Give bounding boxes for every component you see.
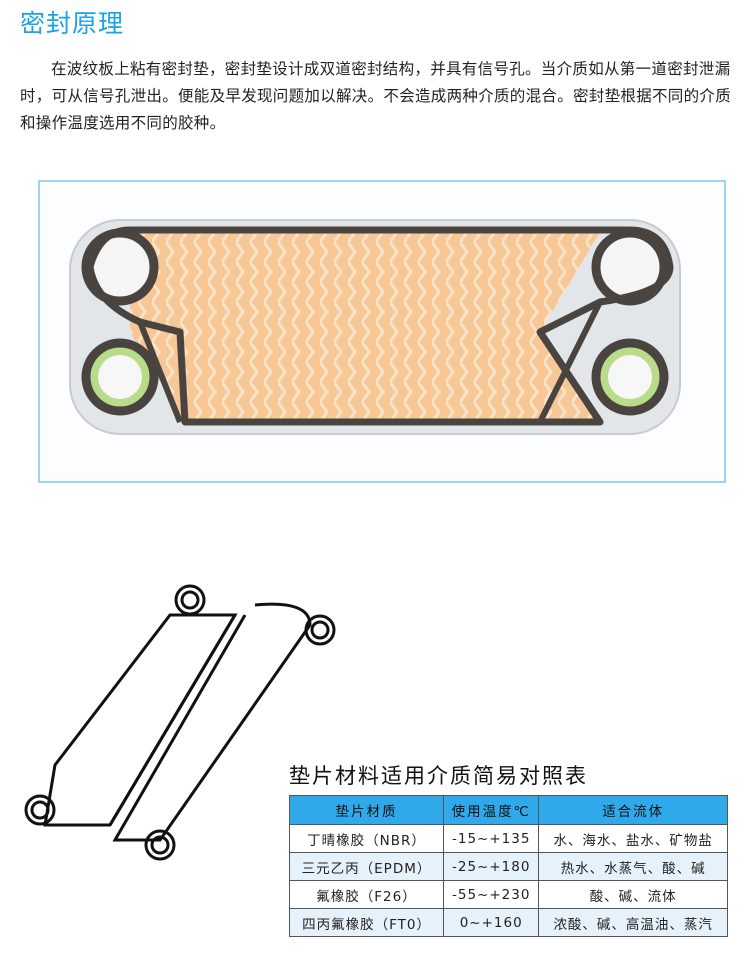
header-fluid: 适合流体 [538, 795, 728, 825]
cell-fluid: 浓酸、碱、高温油、蒸汽 [538, 908, 728, 937]
plate-gasket-figure [38, 180, 726, 483]
table-row: 丁晴橡胶（NBR） -15~+135 水、海水、盐水、矿物盐 [288, 824, 728, 853]
table-title: 垫片材料适用介质简易对照表 [289, 764, 588, 788]
section-title: 密封原理 [20, 9, 125, 38]
table-row: 四丙氟橡胶（FT0） 0~+160 浓酸、碱、高温油、蒸汽 [288, 908, 728, 937]
description-paragraph: 在波纹板上粘有密封垫，密封垫设计成双道密封结构，并具有信号孔。当介质如从第一道密… [20, 60, 732, 132]
cell-temperature: -15~+135 [443, 824, 540, 853]
cell-fluid: 热水、水蒸气、酸、碱 [538, 852, 728, 881]
plate-illustration [69, 219, 681, 435]
table-row: 氟橡胶（F26） -55~+230 酸、碱、流体 [288, 880, 728, 909]
cell-material: 三元乙丙（EPDM） [288, 852, 445, 881]
cell-temperature: -55~+230 [443, 880, 540, 909]
header-material: 垫片材质 [288, 795, 445, 825]
gasket-line-drawing [24, 584, 336, 861]
cell-fluid: 酸、碱、流体 [538, 880, 728, 909]
cell-material: 四丙氟橡胶（FT0） [288, 908, 445, 937]
cell-material: 氟橡胶（F26） [288, 880, 445, 909]
header-temperature: 使用温度℃ [443, 795, 540, 825]
table-header-row: 垫片材质 使用温度℃ 适合流体 [288, 795, 728, 825]
cell-material: 丁晴橡胶（NBR） [288, 824, 445, 853]
table-row: 三元乙丙（EPDM） -25~+180 热水、水蒸气、酸、碱 [288, 852, 728, 881]
cell-temperature: -25~+180 [443, 852, 540, 881]
cell-fluid: 水、海水、盐水、矿物盐 [538, 824, 728, 853]
cell-temperature: 0~+160 [443, 908, 540, 937]
gasket-material-table: 垫片材质 使用温度℃ 适合流体 丁晴橡胶（NBR） -15~+135 水、海水、… [288, 795, 728, 937]
